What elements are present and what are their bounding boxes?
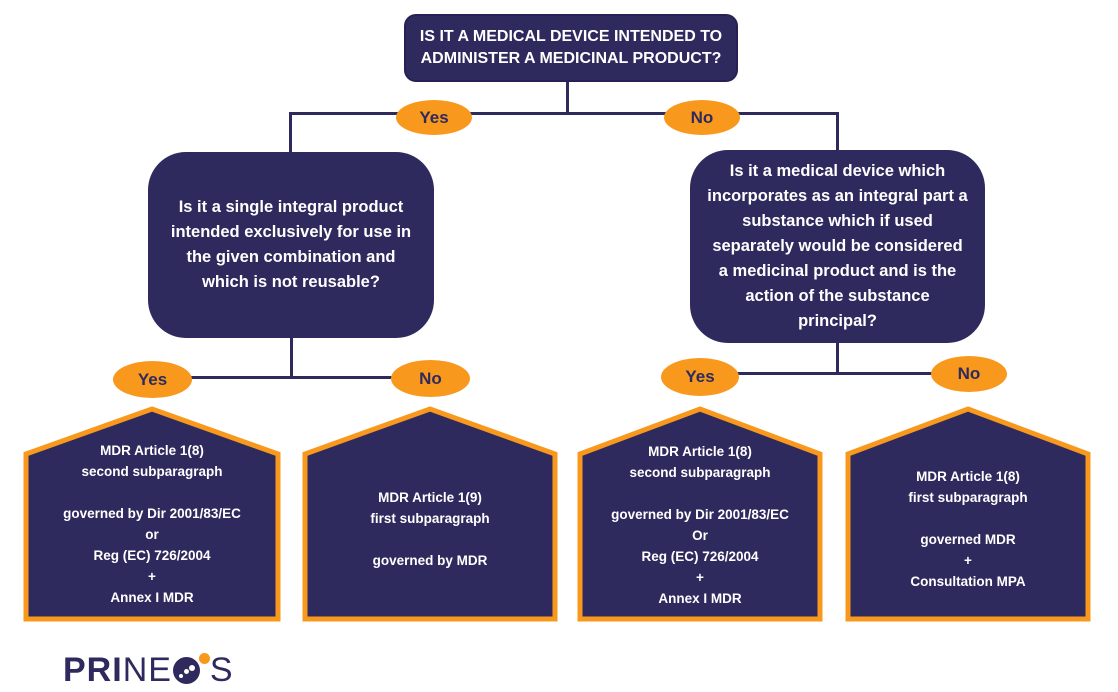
connector-left-node-down (290, 336, 293, 378)
logo-orange-dot-icon (198, 652, 210, 664)
root-no-badge: No (664, 100, 740, 135)
root-question-node: IS IT A MEDICAL DEVICE INTENDED TO ADMIN… (404, 14, 738, 82)
outcome-text-4: MDR Article 1(8) first subparagraph gove… (908, 469, 1028, 589)
right-yes-badge: Yes (661, 358, 739, 396)
connector-root-down (566, 82, 569, 114)
outcome-text-1: MDR Article 1(8) second subparagraph gov… (63, 443, 241, 605)
connector-row2-left-horizontal (152, 376, 432, 379)
connector-row1-horizontal (289, 112, 839, 115)
connector-row2-right-horizontal (700, 372, 969, 375)
right-no-badge: No (931, 356, 1007, 392)
left-question-node: Is it a single integral product intended… (148, 152, 434, 338)
connector-row1-to-right-node (836, 112, 839, 152)
outcome-text-3: MDR Article 1(8) second subparagraph gov… (611, 444, 789, 606)
logo-o-disc-icon (172, 656, 200, 684)
outcome-text-2: MDR Article 1(9) first subparagraph gove… (370, 490, 490, 568)
right-question-node: Is it a medical device which incorporate… (690, 150, 985, 343)
outcome-shape-4 (845, 406, 1091, 622)
outcome-node-4: MDR Article 1(8) first subparagraph gove… (845, 406, 1091, 622)
left-no-badge: No (391, 360, 470, 397)
logo-text-bold: PRI (63, 651, 123, 689)
logo-text-s: S (209, 651, 234, 689)
left-yes-badge: Yes (113, 361, 192, 398)
connector-right-node-down (836, 341, 839, 375)
outcome-shape-2 (302, 406, 558, 622)
root-yes-badge: Yes (396, 100, 472, 135)
outcome-shape-3 (577, 406, 823, 622)
connector-row1-to-left-node (289, 112, 292, 154)
outcome-shape-1 (23, 406, 281, 622)
logo-text-light: NE (122, 651, 172, 689)
outcome-node-2: MDR Article 1(9) first subparagraph gove… (302, 406, 558, 622)
outcome-node-3: MDR Article 1(8) second subparagraph gov… (577, 406, 823, 622)
outcome-node-1: MDR Article 1(8) second subparagraph gov… (23, 406, 281, 622)
